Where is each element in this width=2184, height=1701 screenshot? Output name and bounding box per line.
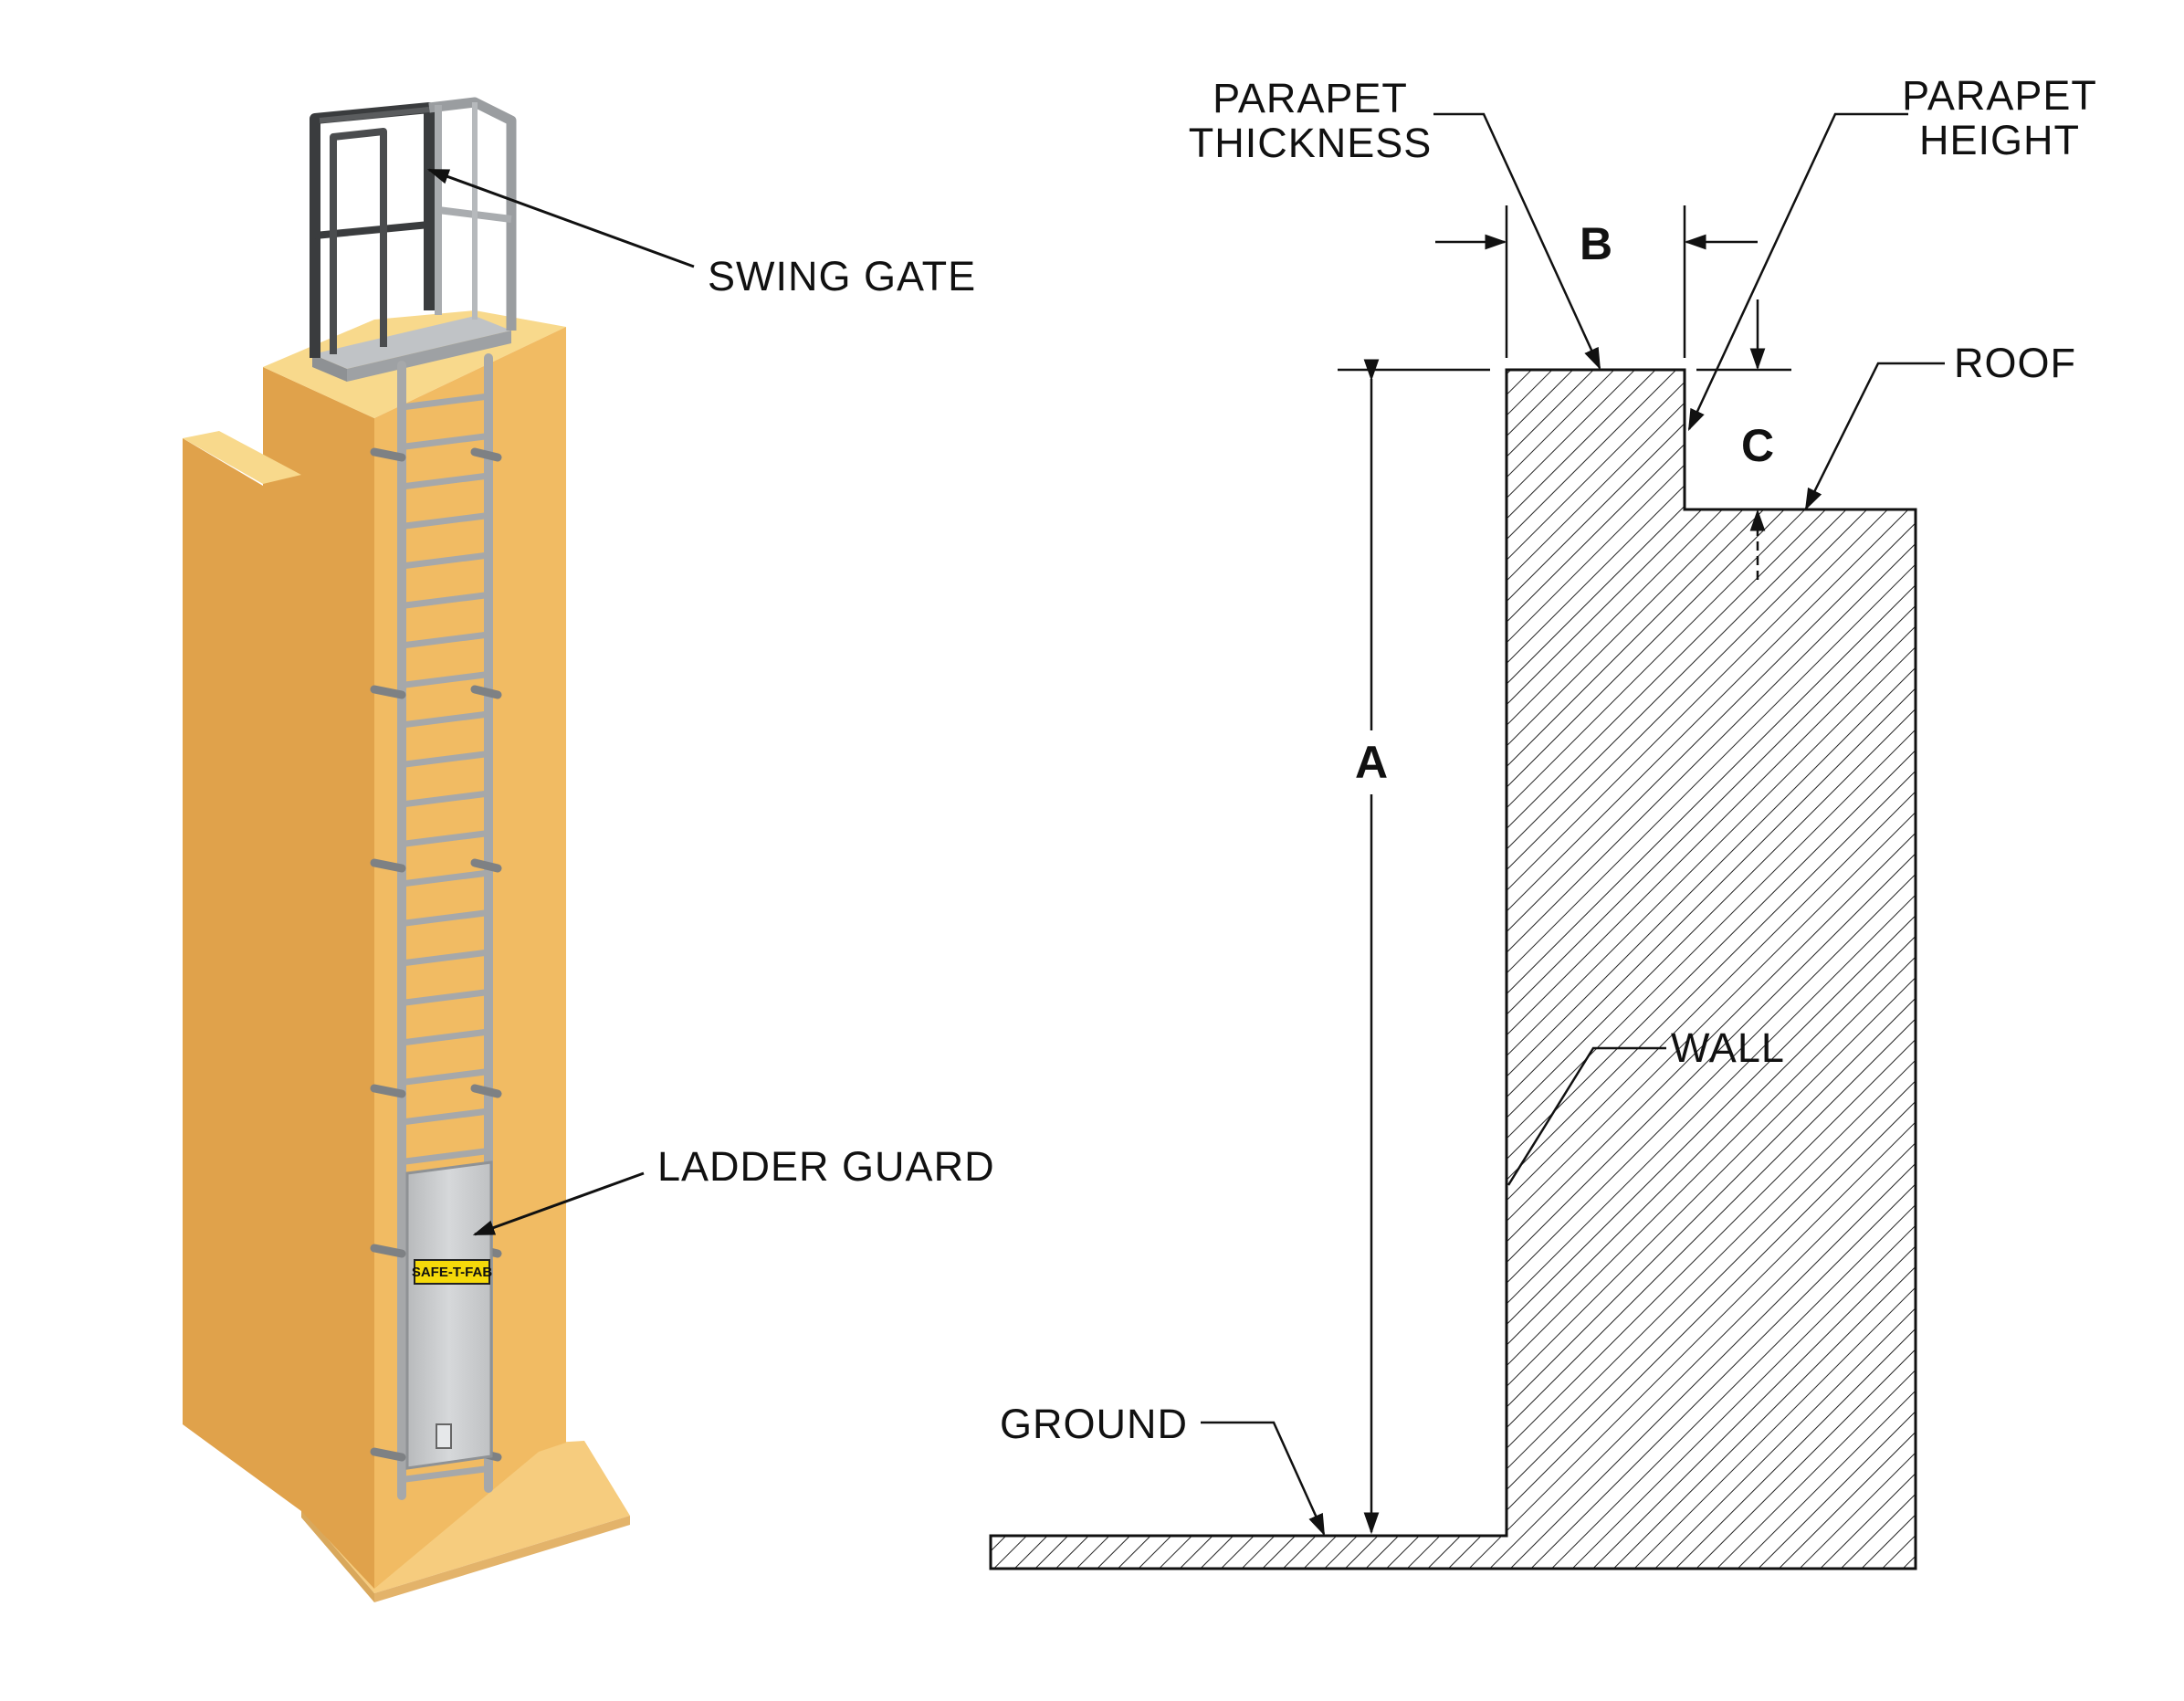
wall-bracket — [470, 447, 502, 462]
ladder-rung — [401, 1148, 489, 1165]
ladder-rung — [401, 909, 489, 927]
ladder-rung — [401, 790, 489, 808]
ladder-guard-leader — [472, 1171, 645, 1236]
ladder-rung — [401, 830, 489, 847]
ladder-platform-front — [347, 331, 511, 382]
ladder-rung — [401, 592, 489, 609]
dimension-a — [1338, 359, 1490, 1535]
ladder-illustration: SAFE-T-FAB SWING GATE LADDER GUARD — [183, 97, 995, 1602]
ladder-rung — [401, 671, 489, 688]
dimension-b — [1435, 205, 1758, 358]
ladder-rung — [401, 433, 489, 450]
ladder-rung — [401, 1465, 489, 1483]
section-leaders — [1201, 112, 1945, 1537]
roof-label: ROOF — [1954, 340, 2076, 386]
wall-bracket — [370, 858, 406, 873]
wall-label: WALL — [1671, 1024, 1785, 1071]
ladder-rung — [401, 949, 489, 967]
wall-section — [989, 368, 1917, 1570]
wall-bracket — [370, 447, 406, 462]
ladder-rung — [401, 989, 489, 1006]
wall-bracket — [370, 1084, 406, 1098]
dimension-c-label: C — [1741, 420, 1774, 471]
ladder-rung — [401, 393, 489, 411]
swing-gate-label: SWING GATE — [708, 253, 976, 299]
base-slab-edge — [301, 1508, 374, 1602]
ladder-rung — [401, 631, 489, 649]
dimension-a-gap — [1351, 730, 1391, 794]
ladder-guard-label: LADDER GUARD — [657, 1143, 995, 1190]
dimension-a-label: A — [1355, 737, 1388, 788]
parapet-thickness-label-line2: THICKNESS — [1189, 120, 1433, 166]
ladder-rung — [401, 751, 489, 768]
wall-bracket — [370, 1244, 406, 1258]
parapet-section: A B C PARAPET THICKNESS PARAPET HEIGHT — [989, 72, 2097, 1570]
swing-gate — [310, 97, 517, 358]
ladder-platform — [312, 316, 511, 369]
wall-bracket — [470, 858, 502, 873]
wall-bracket — [370, 685, 406, 699]
parapet-thickness-leader — [1433, 112, 1601, 371]
wall-bracket — [470, 1084, 502, 1098]
ladder-rung — [401, 1108, 489, 1126]
dimension-b-label: B — [1580, 218, 1612, 269]
ladder-rung — [401, 710, 489, 729]
swing-gate-leader — [426, 168, 695, 268]
ladder-rung — [401, 1028, 489, 1046]
ground-label: GROUND — [1000, 1401, 1188, 1447]
dimension-c — [1696, 299, 1791, 580]
ground-leader — [1201, 1421, 1326, 1537]
brand-label: SAFE-T-FAB — [412, 1265, 492, 1280]
parapet-thickness-label-line1: PARAPET — [1213, 75, 1408, 121]
wall-side-face — [183, 367, 374, 1589]
parapet-height-label-line2: HEIGHT — [1919, 117, 2080, 163]
ladder-rung — [401, 551, 489, 570]
roof-leader — [1804, 362, 1945, 511]
base-slab-edge-front — [374, 1516, 630, 1602]
ladder-rung — [401, 1068, 489, 1086]
wall-bracket — [370, 1447, 406, 1462]
parapet-height-label-line1: PARAPET — [1902, 72, 2097, 119]
wall-bracket — [470, 685, 502, 699]
wall-top-lower — [183, 431, 301, 484]
ladder-rung — [401, 869, 489, 887]
ladder-platform-edge — [312, 354, 347, 382]
ladder-guard: SAFE-T-FAB — [405, 1160, 493, 1470]
ladder-rung — [401, 512, 489, 530]
parapet-height-leader — [1687, 112, 1908, 432]
wall-leader — [1507, 1046, 1666, 1186]
ladder-rung — [401, 472, 489, 490]
